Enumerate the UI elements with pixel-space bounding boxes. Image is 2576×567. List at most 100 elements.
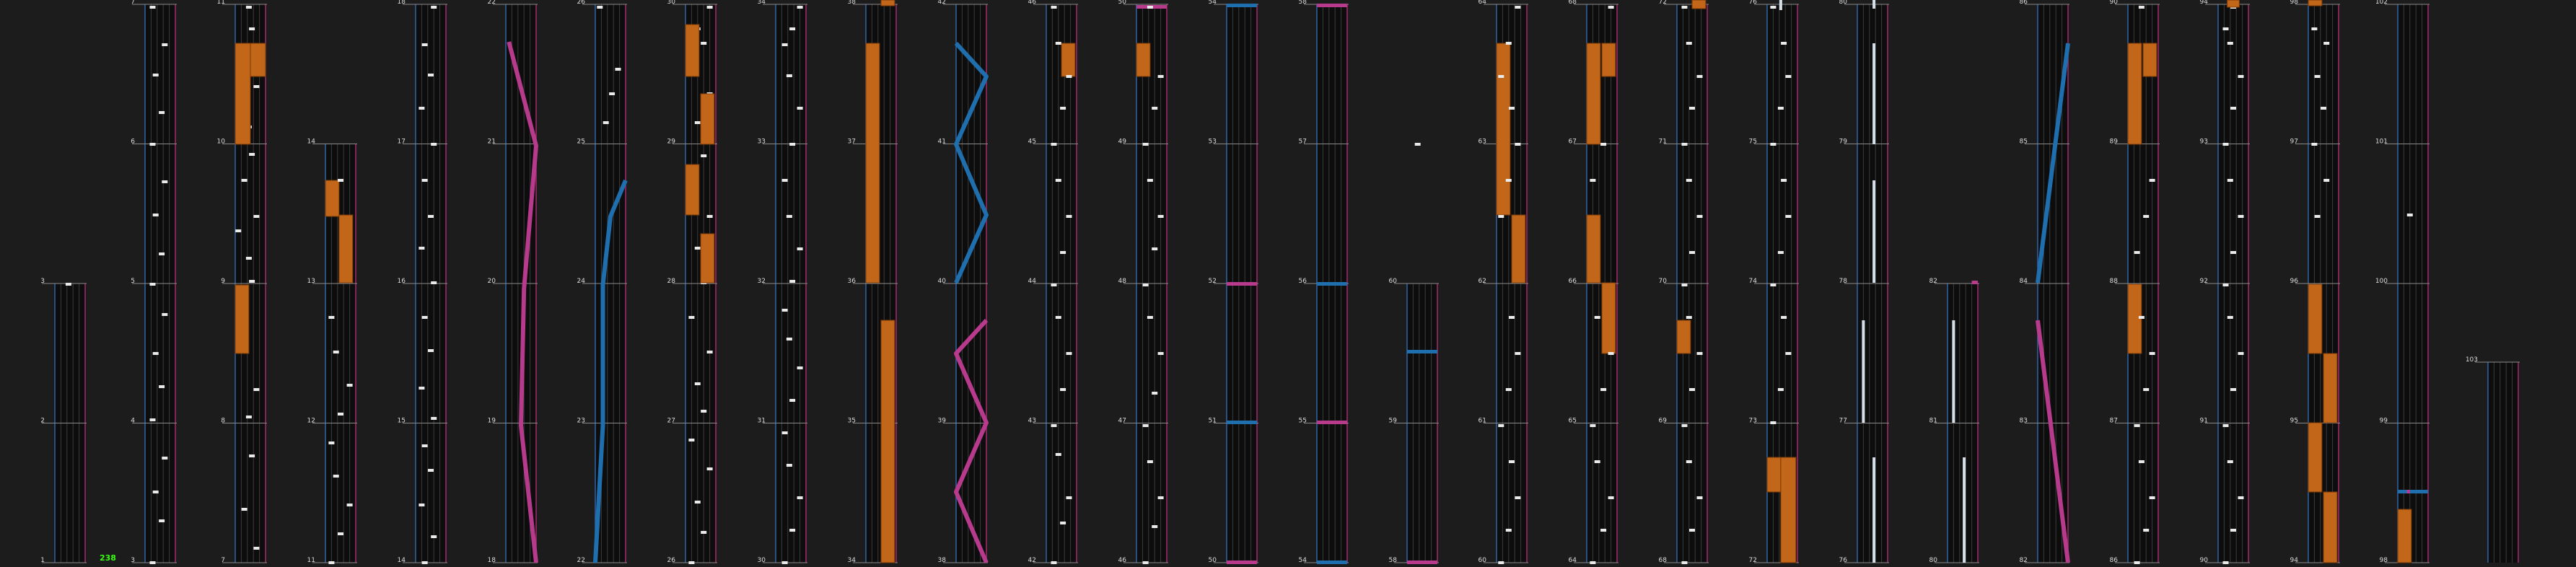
measure-number: 60: [1389, 278, 1398, 285]
hold-note: [325, 180, 340, 217]
measure-number: 44: [1028, 278, 1037, 285]
measure-number: 85: [2020, 139, 2028, 146]
tap-note: [2134, 251, 2140, 254]
measure-number: 76: [1749, 0, 1758, 6]
measure-number: 2: [40, 418, 45, 425]
tap-note: [789, 143, 796, 146]
measure-number: 23: [577, 418, 585, 425]
tap-note: [1142, 424, 1149, 427]
measure-number: 91: [2200, 418, 2208, 425]
flick-note: [1317, 421, 1347, 424]
tap-note: [1681, 284, 1688, 286]
tap-note: [159, 111, 165, 114]
measure-number: 12: [307, 418, 315, 425]
hold-note: [1691, 0, 1707, 9]
tap-note: [2323, 179, 2330, 182]
measure-number: 22: [488, 0, 496, 6]
tap-note: [797, 107, 803, 110]
slide-note: [954, 318, 989, 564]
tap-note: [249, 454, 255, 457]
lane-column: 103: [2466, 356, 2520, 563]
tap-note: [1051, 424, 1057, 427]
measure-number: 87: [2110, 418, 2118, 425]
measure-number: 17: [398, 139, 406, 146]
tap-note: [421, 444, 428, 447]
tap-note: [159, 519, 165, 522]
tap-note: [1770, 421, 1777, 424]
tap-note: [2143, 388, 2150, 391]
measure-number: 19: [488, 418, 496, 425]
measure-number: 4: [131, 418, 135, 425]
tap-note: [249, 27, 255, 30]
tap-note: [1785, 215, 1792, 218]
long-note: [1872, 43, 1876, 144]
measure-number: 54: [1209, 0, 1217, 6]
measure-number: 59: [1389, 418, 1398, 425]
tap-note: [1498, 75, 1504, 78]
measure-number: 73: [1749, 418, 1757, 425]
tap-note: [2143, 529, 2150, 532]
tap-note: [1051, 143, 1057, 146]
measure-number: 40: [938, 278, 947, 285]
hold-note: [1586, 214, 1601, 284]
tap-note: [431, 143, 437, 146]
tap-note: [1051, 6, 1057, 9]
measure-number: 94: [2290, 557, 2299, 564]
slide-note: [2036, 320, 2070, 563]
tap-note: [1147, 179, 1153, 182]
tap-note: [419, 107, 425, 110]
tap-note: [328, 441, 335, 444]
tap-note: [1505, 529, 1512, 532]
tap-note: [1066, 352, 1072, 355]
tap-note: [149, 143, 156, 146]
hold-note: [2397, 509, 2412, 563]
tap-note: [1785, 352, 1792, 355]
hold-note: [1601, 43, 1616, 77]
tap-note: [1600, 143, 1607, 146]
tap-note: [1600, 529, 1607, 532]
tap-note: [1681, 143, 1688, 146]
tap-note: [1608, 6, 1614, 9]
tap-note: [249, 280, 255, 283]
hold-note: [1496, 43, 1511, 216]
measure-number: 92: [2200, 278, 2208, 285]
measure-number: 22: [577, 557, 585, 564]
tap-note: [1600, 388, 1607, 391]
tap-note: [1055, 179, 1061, 182]
tap-note: [328, 561, 335, 564]
measure-number: 14: [307, 139, 316, 146]
tap-note: [328, 316, 335, 319]
flick-note: [1317, 282, 1347, 286]
tap-note: [1505, 42, 1512, 45]
tap-note: [421, 561, 428, 564]
measure-number: 86: [2110, 557, 2119, 564]
measure-number: 11: [217, 0, 225, 6]
tap-note: [786, 215, 792, 218]
hold-note: [880, 320, 895, 563]
measure-number: 103: [2466, 356, 2478, 364]
measure-number: 27: [667, 418, 675, 425]
hold-note: [1586, 43, 1601, 145]
tap-note: [797, 247, 803, 250]
tap-note: [253, 388, 260, 391]
measure-number: 82: [1929, 278, 1937, 285]
measure-number: 20: [488, 278, 496, 285]
tap-note: [419, 387, 425, 390]
tap-note: [1608, 352, 1614, 355]
tap-note: [1590, 179, 1596, 182]
hold-note: [338, 214, 354, 284]
measure-number: 38: [938, 557, 947, 564]
tap-note: [2238, 352, 2244, 355]
tap-note: [152, 491, 159, 493]
tap-note: [694, 382, 701, 385]
tap-note: [1498, 215, 1504, 218]
flick-note: [1227, 421, 1257, 424]
tap-note: [253, 215, 260, 218]
tap-note: [706, 215, 713, 218]
tap-note: [2238, 75, 2244, 78]
flick-note: [2406, 490, 2410, 493]
long-note: [1779, 0, 1782, 10]
measure-number: 74: [1749, 278, 1758, 285]
tap-note: [1781, 179, 1787, 182]
